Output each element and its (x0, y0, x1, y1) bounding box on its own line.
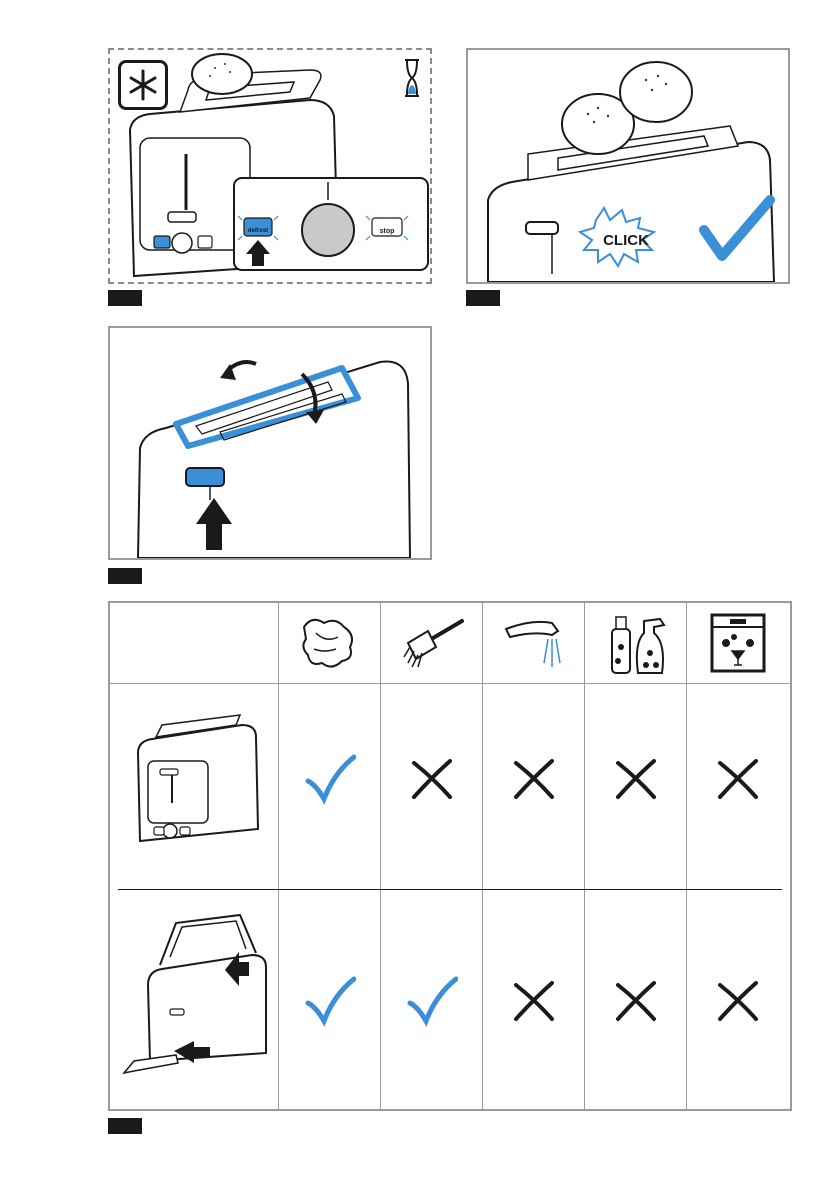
cross-icon (716, 757, 760, 801)
click-label: CLICK (594, 232, 658, 249)
figure-number-tag (108, 290, 142, 306)
checkmark-icon (304, 753, 356, 805)
bun-warmer-crumb-tray-image (120, 903, 270, 1093)
cleaning-table (108, 601, 792, 1111)
defrost-label: defrost (248, 228, 268, 234)
press-lever-illustration (110, 328, 430, 558)
figure-number-tag (466, 290, 500, 306)
checkmark-icon (406, 975, 458, 1027)
figure-done: CLICK (466, 48, 790, 284)
dishwasher-icon (708, 611, 768, 675)
running-water-icon (502, 613, 568, 673)
cross-icon (512, 757, 556, 801)
figure-press-lever (108, 326, 432, 560)
cross-icon (716, 979, 760, 1023)
toaster-body-image (126, 699, 266, 849)
stop-button[interactable]: stop (374, 228, 400, 235)
defrost-button[interactable]: defrost (246, 228, 270, 234)
cross-icon (614, 979, 658, 1023)
dry-cloth-icon (298, 613, 364, 673)
figure-number-tag (108, 568, 142, 584)
brush-icon (400, 617, 466, 671)
snowflake-icon (118, 60, 168, 110)
figure-number-tag (108, 1118, 142, 1134)
checkmark-icon (304, 975, 356, 1027)
cross-icon (410, 757, 454, 801)
stop-label: stop (380, 228, 395, 235)
cross-icon (512, 979, 556, 1023)
cross-icon (614, 757, 658, 801)
spray-cleaner-icon (604, 611, 670, 675)
figure-defrost: defrost stop (108, 48, 432, 284)
hourglass-icon (402, 58, 422, 98)
